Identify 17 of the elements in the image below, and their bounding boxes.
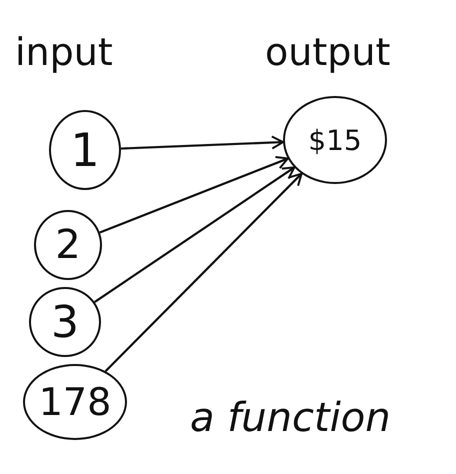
value-circle bbox=[49, 110, 121, 190]
value-text: 178 bbox=[38, 380, 112, 424]
value-circle bbox=[23, 364, 127, 440]
value-text: $15 bbox=[308, 124, 362, 156]
value-circle bbox=[34, 210, 102, 280]
heading-label: a function bbox=[190, 395, 391, 441]
value-text: 2 bbox=[55, 222, 81, 268]
arrow bbox=[104, 172, 303, 372]
heading-label: input bbox=[15, 30, 113, 74]
arrow bbox=[94, 166, 296, 303]
value-text: 1 bbox=[70, 123, 100, 177]
value-text: 3 bbox=[51, 296, 79, 348]
arrow bbox=[99, 156, 289, 234]
value-circle bbox=[283, 96, 387, 184]
heading-label: output bbox=[265, 30, 390, 74]
arrow bbox=[120, 136, 284, 150]
value-circle bbox=[29, 287, 101, 357]
